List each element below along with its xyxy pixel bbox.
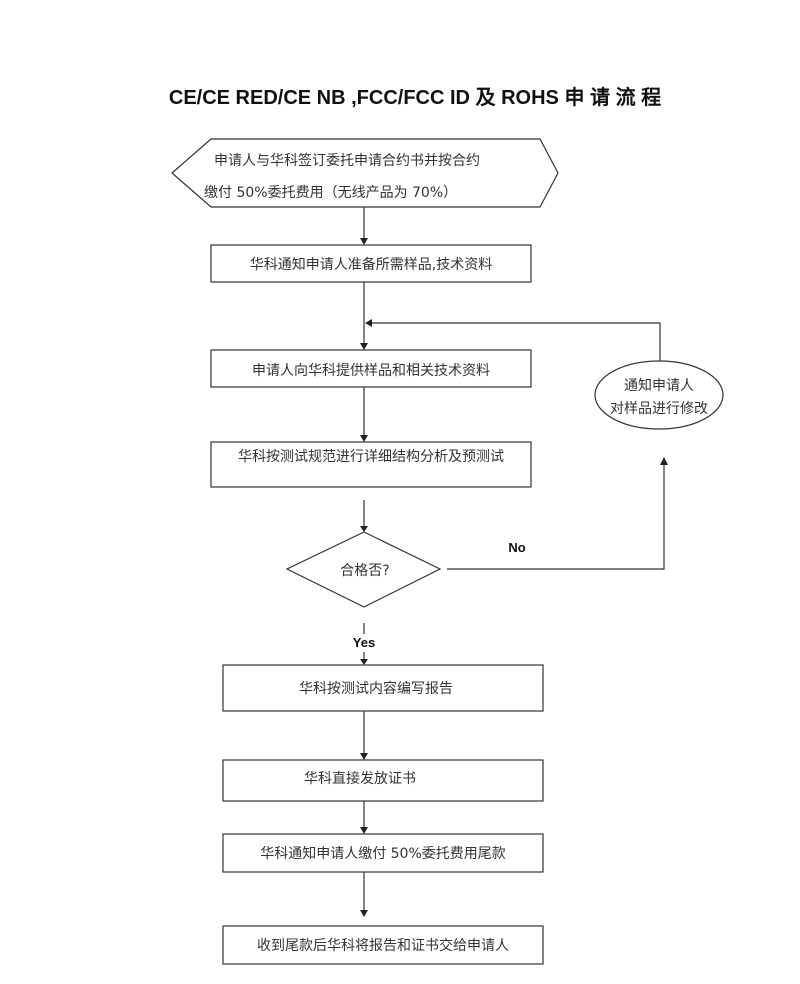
issue-cert-box bbox=[222, 759, 544, 802]
deliver-node: 收到尾款后华科将报告和证书交给申请人 bbox=[222, 925, 544, 965]
arrowhead-down-icon bbox=[360, 526, 368, 532]
arrowhead-down-icon bbox=[360, 343, 368, 350]
issue-cert-text: 华科直接发放证书 bbox=[304, 770, 416, 787]
decision-text: 合格否? bbox=[340, 563, 389, 579]
no-branch-connector bbox=[447, 465, 665, 570]
notify-balance-node: 华科通知申请人缴付 50%委托费用尾款 bbox=[222, 833, 544, 873]
pre-test-node: 华科按测试规范进行详细结构分析及预测试 bbox=[210, 441, 532, 488]
modify-samples-node: 通知申请人 对样品进行修改 bbox=[594, 360, 724, 430]
modify-text-line1: 通知申请人 bbox=[624, 377, 694, 394]
deliver-box bbox=[222, 925, 544, 965]
provide-samples-node: 申请人向华科提供样品和相关技术资料 bbox=[210, 349, 532, 388]
no-label: No bbox=[508, 540, 525, 555]
notify-prepare-node: 华科通知申请人准备所需样品,技术资料 bbox=[210, 244, 532, 283]
notify-balance-box bbox=[222, 833, 544, 873]
arrowhead-down-icon bbox=[360, 238, 368, 245]
arrowhead-up-icon bbox=[660, 457, 668, 465]
start-text-line2: 缴付 50%委托费用（无线产品为 70%） bbox=[204, 185, 457, 201]
arrowhead-left-icon bbox=[365, 319, 372, 327]
deliver-text: 收到尾款后华科将报告和证书交给申请人 bbox=[257, 937, 509, 954]
arrowhead-down-icon bbox=[360, 435, 368, 442]
notify-balance-text: 华科通知申请人缴付 50%委托费用尾款 bbox=[260, 845, 506, 862]
decision-diamond bbox=[285, 531, 442, 608]
notify-prepare-text: 华科通知申请人准备所需样品,技术资料 bbox=[250, 256, 492, 273]
loop-back-connector bbox=[370, 322, 661, 363]
provide-samples-text: 申请人向华科提供样品和相关技术资料 bbox=[252, 363, 490, 379]
flowchart-title: CE/CE RED/CE NB ,FCC/FCC ID 及 ROHS 申 请 流… bbox=[169, 85, 661, 109]
yes-label: Yes bbox=[353, 635, 375, 650]
arrowhead-down-icon bbox=[360, 753, 368, 760]
write-report-box bbox=[222, 664, 544, 712]
write-report-text: 华科按测试内容编写报告 bbox=[299, 680, 453, 697]
notify-prepare-box bbox=[210, 244, 532, 283]
decision-node: 合格否? bbox=[285, 531, 442, 608]
provide-samples-box bbox=[210, 349, 532, 388]
start-node: 申请人与华科签订委托申请合约书并按合约 缴付 50%委托费用（无线产品为 70%… bbox=[171, 138, 559, 208]
arrowhead-down-icon bbox=[360, 827, 368, 834]
start-hexagon bbox=[171, 138, 559, 208]
pre-test-box bbox=[210, 441, 532, 488]
start-text-line1: 申请人与华科签订委托申请合约书并按合约 bbox=[214, 152, 480, 169]
modify-text-line2: 对样品进行修改 bbox=[610, 401, 708, 417]
pre-test-text: 华科按测试规范进行详细结构分析及预测试 bbox=[238, 448, 504, 465]
write-report-node: 华科按测试内容编写报告 bbox=[222, 664, 544, 712]
issue-cert-node: 华科直接发放证书 bbox=[222, 759, 544, 802]
arrowhead-down-icon bbox=[360, 659, 368, 665]
modify-samples-ellipse bbox=[594, 360, 724, 430]
arrowhead-down-icon bbox=[360, 910, 368, 917]
